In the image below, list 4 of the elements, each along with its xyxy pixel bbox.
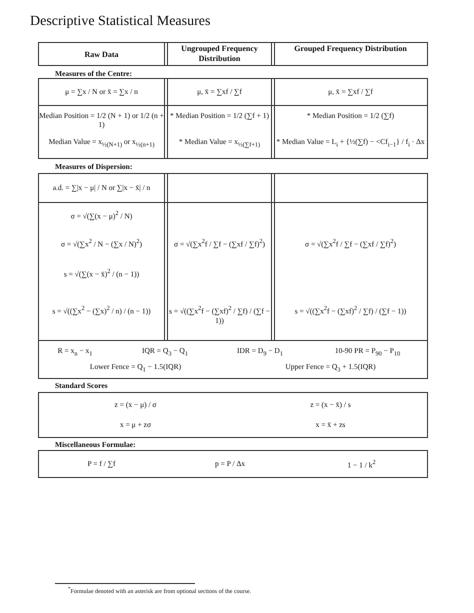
column-heading: Ungrouped Frequency Distribution — [180, 44, 259, 64]
column-heading: Raw Data — [84, 50, 120, 60]
column-heading: Grouped Frequency Distribution — [293, 44, 408, 54]
title: Descriptive Statistical Measures — [30, 14, 210, 30]
